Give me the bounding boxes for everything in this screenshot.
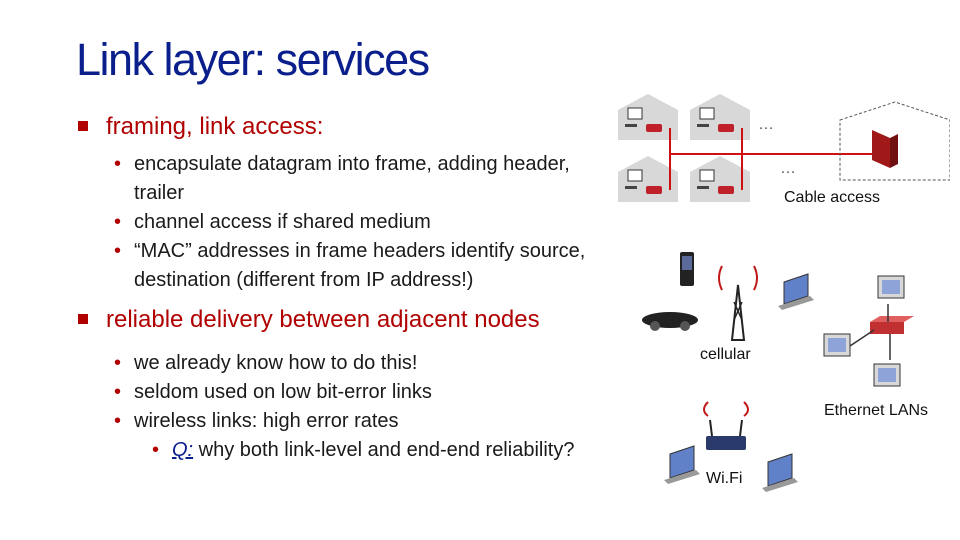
house-icon [618, 94, 678, 140]
slide-title: Link layer: services [76, 34, 430, 85]
dot-bullet-icon: • [152, 439, 160, 461]
desktop-computer-icon [877, 275, 905, 299]
desktop-computer-icon [823, 333, 851, 357]
bullet-list: framing, link access: •encapsulate datag… [78, 112, 598, 465]
house-icon [690, 156, 750, 202]
dot-bullet-icon: • [114, 211, 122, 233]
cable-headend-icon [872, 130, 898, 168]
ellipsis: … [780, 160, 798, 177]
cell-tower-icon [718, 265, 758, 341]
cable-access-label: Cable access [784, 189, 881, 206]
sub-bullet: •we already know how to do this! [78, 349, 598, 378]
ethernet-lans-label: Ethernet LANs [824, 402, 929, 419]
square-bullet-icon [78, 121, 88, 131]
bullet-heading: framing, link access: [106, 113, 324, 140]
bullet-reliable-delivery: reliable delivery between adjacent nodes [78, 305, 598, 335]
sub-bullet: •“MAC” addresses in frame headers identi… [78, 237, 598, 295]
cellular-label: cellular [700, 346, 751, 363]
car-icon [642, 312, 698, 331]
ellipsis: … [758, 116, 776, 133]
dot-bullet-icon: • [114, 352, 122, 374]
house-icon [690, 94, 750, 140]
sub-bullet: •channel access if shared medium [78, 208, 598, 237]
desktop-computer-icon [873, 363, 901, 387]
sub-bullet: •encapsulate datagram into frame, adding… [78, 150, 598, 208]
dot-bullet-icon: • [114, 381, 122, 403]
bullet-heading: reliable delivery between adjacent nodes [106, 306, 540, 333]
wifi-router-icon [703, 401, 749, 450]
question-label: Q: [172, 439, 194, 461]
dot-bullet-icon: • [114, 240, 122, 262]
dot-bullet-icon: • [114, 410, 122, 432]
wifi-label: Wi.Fi [706, 470, 743, 487]
dot-bullet-icon: • [114, 153, 122, 175]
network-diagram [618, 94, 950, 492]
laptop-icon [664, 445, 700, 484]
sub-bullet: •seldom used on low bit-error links [78, 378, 598, 407]
bullet-framing: framing, link access: [78, 112, 598, 142]
laptop-icon [762, 453, 798, 492]
house-icon [618, 156, 678, 202]
laptop-icon [778, 273, 814, 310]
sub-sub-bullet: •Q: why both link-level and end-end reli… [78, 436, 598, 465]
square-bullet-icon [78, 314, 88, 324]
phone-icon [680, 252, 694, 286]
ethernet-switch-icon [870, 316, 914, 334]
sub-bullet: •wireless links: high error rates [78, 407, 598, 436]
